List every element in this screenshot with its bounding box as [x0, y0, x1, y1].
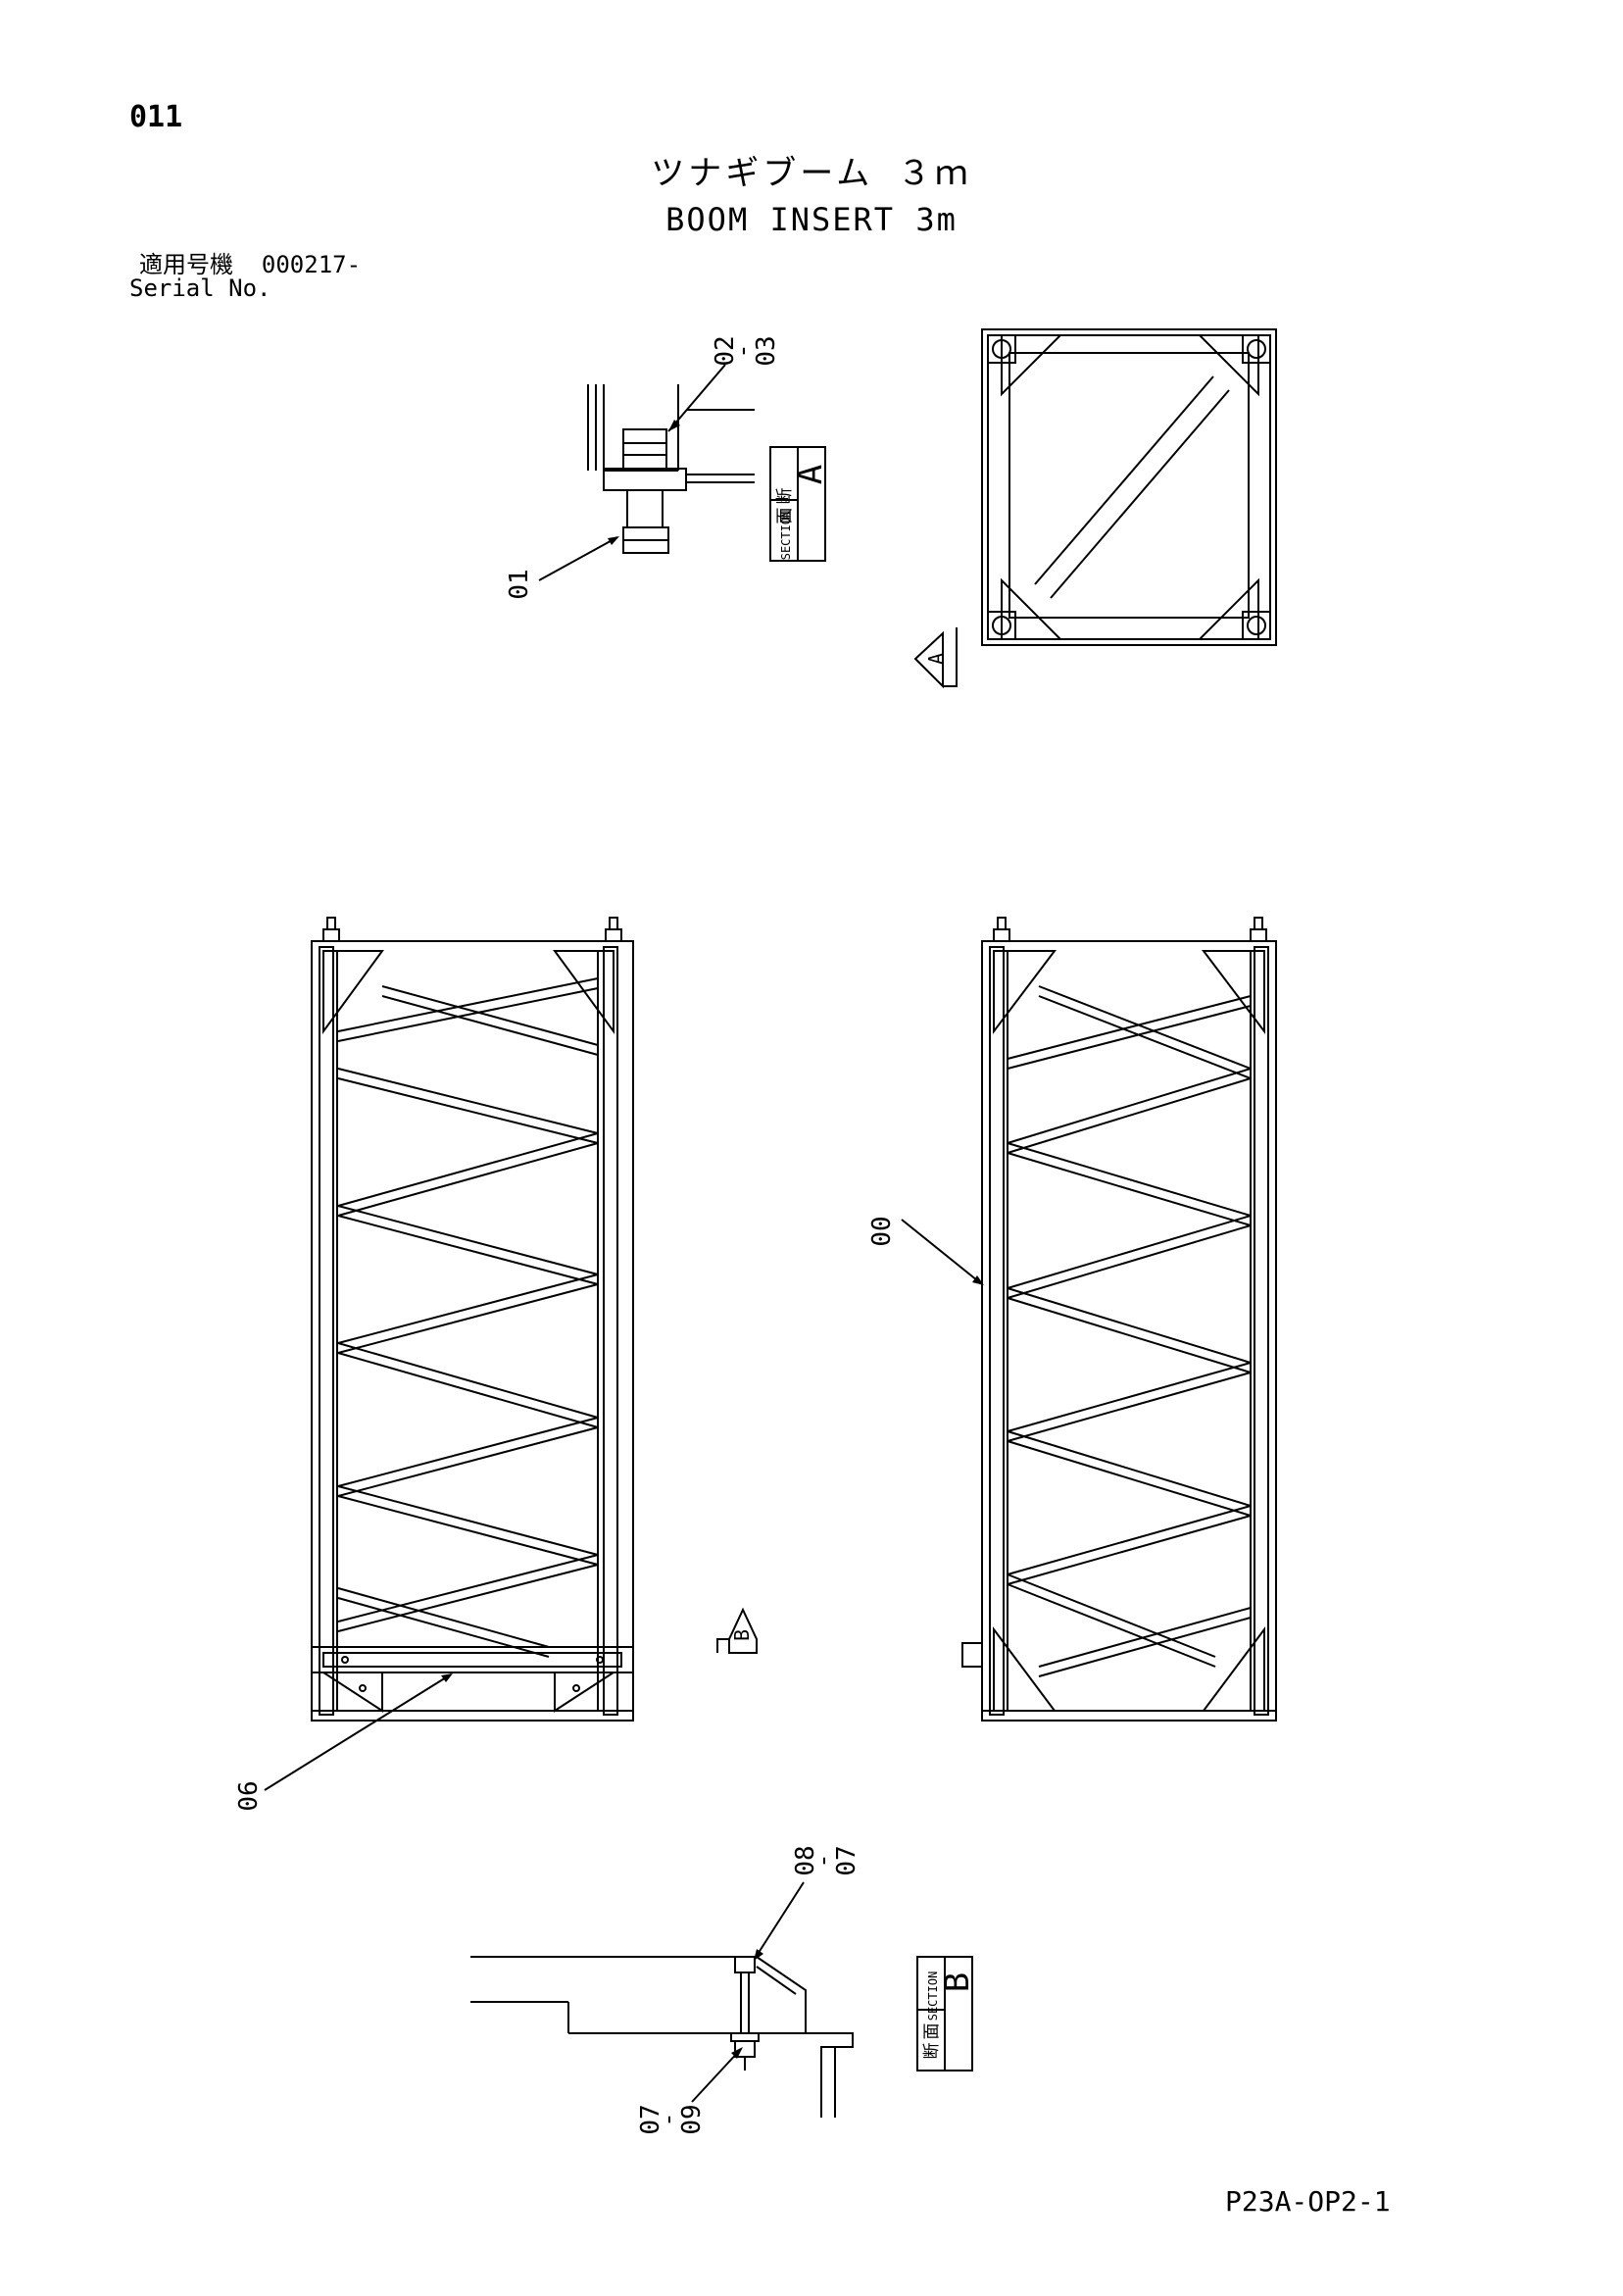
callout-00: 00 — [867, 1216, 897, 1246]
callout-07-bottom: 07 — [636, 2104, 665, 2134]
boom-cross-section-view — [981, 328, 1277, 646]
section-a-jp-char1: 断 — [775, 488, 795, 505]
section-b-word: SECTION — [926, 1972, 940, 2021]
callout-01: 01 — [505, 569, 534, 599]
callout-07-09-leader — [691, 2048, 742, 2103]
view-arrow-a-letter: A — [924, 653, 948, 665]
callout-02-03-leader — [667, 364, 726, 432]
callout-dash-b1: - — [809, 1853, 838, 1869]
serial-value: 000217- — [261, 251, 362, 278]
serial-label-japanese: 適用号機 000217- — [139, 253, 361, 276]
view-arrow-b-letter: B — [730, 1629, 754, 1641]
section-b-jp-char2: 面 — [922, 2023, 942, 2040]
section-a-detail — [587, 384, 755, 554]
callout-02: 02 — [711, 335, 740, 366]
title-english: BOOM INSERT 3m — [665, 201, 958, 238]
callout-06-leader — [264, 1673, 452, 1791]
callout-07-top: 07 — [832, 1845, 861, 1875]
lattice-braces-right — [1007, 985, 1252, 1677]
callout-00-leader — [901, 1219, 983, 1285]
section-b-label-box — [916, 1956, 973, 2071]
callout-06: 06 — [234, 1780, 264, 1811]
callout-dash-b2: - — [654, 2112, 683, 2127]
callout-01-leader — [538, 536, 618, 581]
callout-00-arrowhead — [972, 1275, 984, 1285]
boom-insert-side-view-right — [961, 917, 1277, 1722]
callout-08: 08 — [791, 1845, 820, 1875]
boom-insert-side-view-left — [311, 917, 634, 1722]
drawing-code: P23A-OP2-1 — [1225, 2185, 1391, 2218]
callout-08-07-arrowhead — [754, 1949, 763, 1961]
section-a-word: SECTION — [779, 511, 793, 561]
section-b-jp-char1: 断 — [922, 2043, 942, 2060]
callout-01-arrowhead — [608, 536, 619, 545]
callout-02-03-arrowhead — [668, 420, 680, 431]
lattice-braces-left — [337, 977, 599, 1658]
view-arrow-b — [716, 1607, 758, 1654]
section-b-letter: B — [938, 1972, 977, 1992]
section-a-label-box — [769, 446, 826, 562]
title-japanese: ツナギブーム ３ｍ — [651, 154, 972, 193]
serial-label-english: Serial No. — [129, 275, 271, 302]
section-a-letter: A — [791, 465, 830, 484]
callout-03: 03 — [752, 335, 781, 366]
section-b-detail — [470, 1956, 854, 2118]
callout-07-09-arrowhead — [731, 2047, 743, 2059]
page-number: 011 — [129, 100, 183, 134]
callout-09: 09 — [677, 2104, 707, 2134]
callout-06-arrowhead — [441, 1673, 453, 1682]
section-a-jp-char2: 面 — [775, 508, 795, 524]
callout-08-07-leader — [754, 1881, 805, 1960]
serial-label-jp: 適用号機 — [139, 251, 233, 278]
callout-dash-a: - — [728, 343, 758, 359]
part-06-bracket — [311, 1646, 634, 1692]
view-arrow-a — [913, 627, 958, 689]
